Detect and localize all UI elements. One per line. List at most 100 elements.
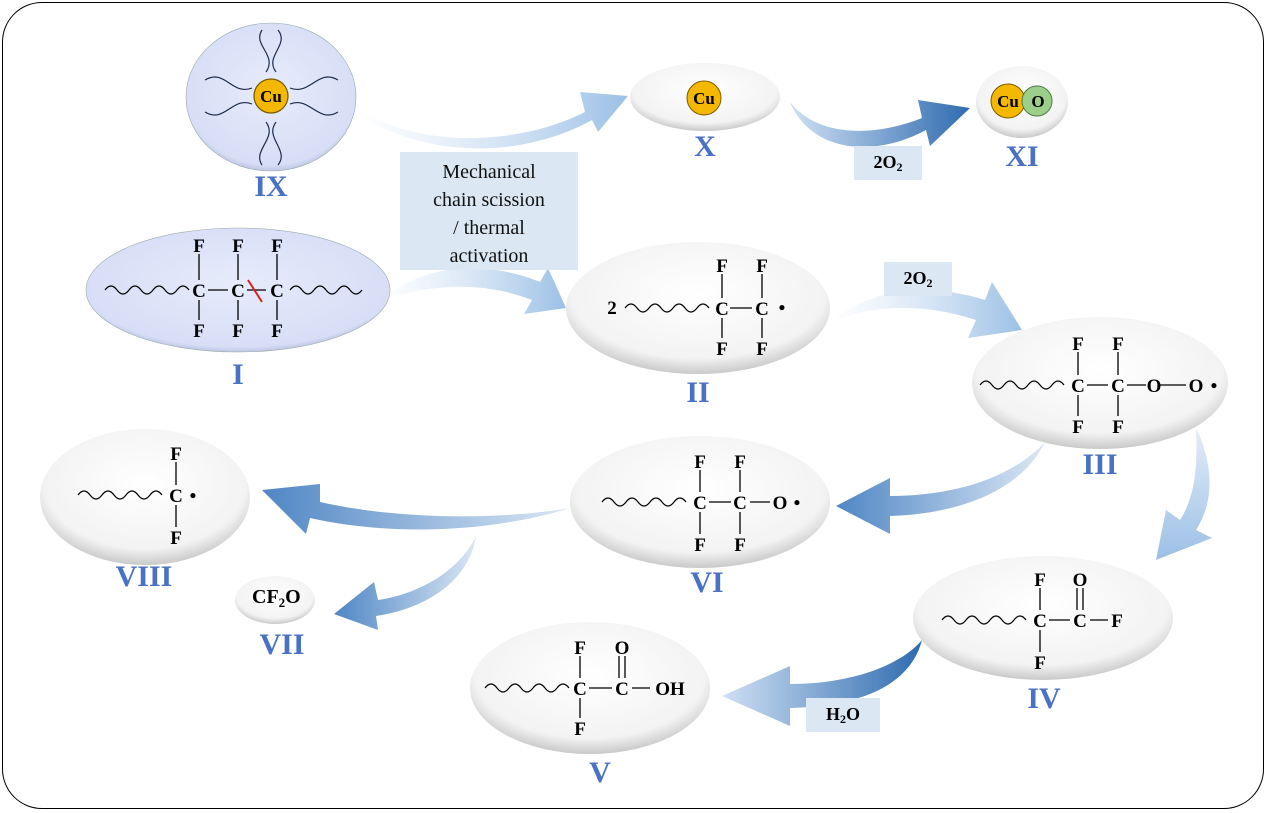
structure-v: C C OH O F F — [484, 638, 685, 740]
atom-f: F — [694, 535, 706, 556]
reagent-text: 2O — [903, 268, 927, 288]
formula-subscript: 2 — [278, 595, 286, 610]
atom-f: F — [694, 452, 706, 473]
label-v: V — [589, 756, 611, 789]
structure-ix — [204, 29, 339, 166]
cu-particle-x — [686, 80, 722, 116]
atom-f: F — [734, 535, 746, 556]
atom-f: F — [1034, 653, 1046, 674]
radical-dot: • — [794, 493, 801, 514]
arrow-vi-to-vii — [334, 536, 476, 630]
atom-f: F — [271, 236, 283, 257]
arrow-ix-to-x — [356, 92, 628, 149]
atom-c: C — [1033, 611, 1047, 632]
atom-c: C — [755, 299, 769, 320]
atom-f: F — [193, 236, 205, 257]
formula-text: O — [285, 586, 301, 608]
atom-f: F — [1112, 417, 1124, 438]
node-vi-ellipse — [570, 436, 830, 568]
reagent-o2-mid: 2O2 — [884, 262, 952, 296]
node-viii-ellipse — [40, 429, 250, 565]
atom-o: O — [1073, 570, 1088, 591]
atom-f: F — [1112, 334, 1124, 355]
atom-f: F — [193, 321, 205, 342]
atom-c: C — [169, 486, 183, 507]
radical-dot: • — [1211, 376, 1218, 397]
atom-f: F — [716, 339, 728, 360]
reagent-subscript: 2 — [926, 276, 933, 290]
mechanism-line: activation — [449, 245, 529, 267]
atom-f: F — [756, 339, 768, 360]
atom-f: F — [1072, 417, 1084, 438]
radical-dot: • — [190, 486, 197, 507]
label-iii: III — [1082, 448, 1118, 481]
label-x: X — [694, 130, 716, 163]
label-iv: IV — [1027, 682, 1061, 715]
cf2o-formula: CF2O — [252, 586, 301, 611]
formula-text: CF — [252, 586, 279, 608]
reagent-h2o: H2O — [806, 698, 880, 732]
structure-viii: C • F F — [77, 444, 197, 549]
mechanism-line: chain scission — [433, 189, 545, 211]
atom-o: O — [1189, 376, 1204, 397]
arrow-iv-to-v — [722, 640, 922, 726]
o-label-xi: O — [1031, 92, 1044, 111]
structure-iv: C C F O F F — [941, 570, 1123, 674]
mechanism-line: Mechanical — [442, 161, 536, 183]
structure-vi: C C O • F F F F — [601, 452, 801, 556]
arrow-vi-to-viii — [262, 484, 570, 534]
atom-f: F — [1111, 611, 1123, 632]
atom-c: C — [1073, 611, 1087, 632]
mechanism-caption-box: Mechanical chain scission / thermal acti… — [400, 152, 578, 270]
atom-f: F — [271, 321, 283, 342]
atom-f: F — [716, 256, 728, 277]
atom-c: C — [693, 493, 707, 514]
atom-c: C — [733, 493, 747, 514]
reagent-text: O — [846, 704, 861, 724]
node-iv-ellipse — [913, 556, 1173, 680]
atom-c: C — [715, 299, 729, 320]
label-xi: XI — [1005, 140, 1039, 173]
mechanism-line: / thermal — [453, 217, 525, 239]
atom-c: C — [573, 679, 587, 700]
atom-f: F — [232, 321, 244, 342]
structure-ii: 2 C C F F F F • — [607, 256, 785, 360]
atom-c: C — [1071, 376, 1085, 397]
label-ii: II — [686, 376, 710, 409]
atom-c: C — [270, 281, 284, 302]
arrow-iii-to-iv — [1156, 428, 1212, 560]
atom-f: F — [1034, 570, 1046, 591]
label-vii: VII — [259, 628, 305, 661]
hydroxyl-group: OH — [655, 679, 685, 700]
oxygen-particle-xi — [1021, 85, 1053, 117]
reagent-subscript: 2 — [896, 160, 903, 174]
arrow-x-to-xi — [790, 100, 970, 147]
atom-f: F — [170, 444, 182, 465]
node-iii-ellipse — [972, 317, 1228, 449]
scission-mark — [247, 279, 263, 303]
reagent-text: H — [825, 704, 840, 724]
atom-c: C — [231, 281, 245, 302]
atom-c: C — [615, 679, 629, 700]
atom-c: C — [192, 281, 206, 302]
arrow-i-to-ii — [380, 268, 566, 314]
cu-label-ix: Cu — [260, 87, 282, 106]
structure-iii: C C O O • F F F F — [979, 334, 1218, 438]
node-ii-ellipse — [566, 242, 830, 374]
coefficient-2: 2 — [607, 298, 617, 319]
reagent-text: 2O — [873, 152, 897, 172]
arrow-iii-to-vi — [836, 442, 1045, 534]
label-vi: VI — [690, 566, 724, 599]
atom-f: F — [232, 236, 244, 257]
reagent-o2-top: 2O2 — [854, 146, 922, 180]
atom-o: O — [1147, 376, 1162, 397]
cu-label-xi: Cu — [997, 92, 1019, 111]
reagent-subscript: 2 — [840, 712, 846, 726]
node-vii-ellipse — [235, 576, 315, 624]
atom-o: O — [615, 638, 630, 659]
label-ix: IX — [254, 170, 288, 203]
atom-f: F — [756, 256, 768, 277]
cu-label-x: Cu — [693, 89, 715, 108]
atom-f: F — [574, 638, 586, 659]
label-i: I — [232, 358, 244, 391]
